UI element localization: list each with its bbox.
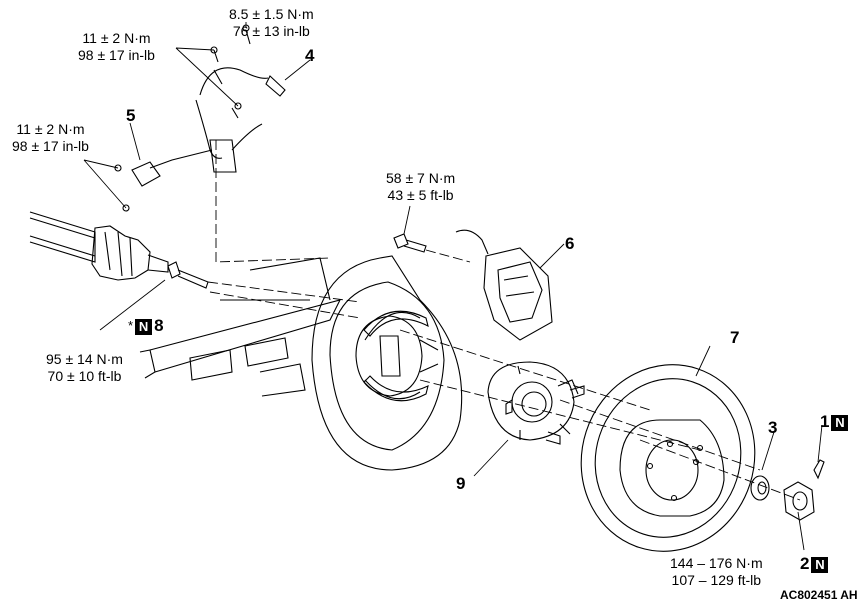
torque-caliper-metric: 58 ± 7 N·m [386,170,456,186]
torque-lower-bracket-imperial: 98 ± 17 in-lb [12,138,89,154]
torque-upper-bracket-imperial: 98 ± 17 in-lb [78,47,155,63]
torque-hub-bolt-metric: 95 ± 14 N·m [46,351,123,367]
figure-code: AC802451 AH [780,588,858,602]
part-number-2: 2 [800,554,810,573]
torque-nut-imperial: 107 – 129 ft-lb [671,572,762,588]
new-part-badge-1: N [831,414,849,431]
part-number-4: 4 [305,46,315,65]
wheel-speed-sensor-harness [131,29,286,187]
part-number-3: 3 [768,418,778,437]
torque-caliper-imperial: 43 ± 5 ft-lb [387,187,454,203]
part-number-9: 9 [456,474,466,493]
part-number-7: 7 [730,328,740,347]
torque-nut-metric: 144 – 176 N·m [670,555,763,571]
wheel-hub [487,361,585,445]
brake-caliper [455,229,553,341]
torque-label-upper-bracket: 11 ± 2 N·m 98 ± 17 in-lb [78,30,155,64]
asterisk-mark: * [128,318,134,333]
drive-shaft [29,211,169,281]
axle-beam [139,257,342,397]
part-number-1: 1 [820,412,830,431]
new-part-badge-8: N [135,318,153,335]
new-part-badge-2: N [811,556,829,573]
torque-sensor-imperial: 76 ± 13 in-lb [232,23,310,39]
backing-plate [311,255,463,471]
washer [750,475,770,501]
torque-lower-bracket-metric: 11 ± 2 N·m [16,121,85,137]
part-number-5: 5 [126,106,136,125]
torque-label-sensor: 8.5 ± 1.5 N·m 76 ± 13 in-lb [229,6,314,40]
split-pin [813,459,825,480]
hub-nut [783,481,815,521]
brake-disc [580,364,756,552]
torque-label-nut: 144 – 176 N·m 107 – 129 ft-lb [670,555,763,589]
part-number-6: 6 [565,234,575,253]
torque-label-lower-bracket: 11 ± 2 N·m 98 ± 17 in-lb [12,121,89,155]
torque-upper-bracket-metric: 11 ± 2 N·m [82,30,151,46]
part-number-8: 8 [154,316,164,335]
torque-label-hub-bolt: 95 ± 14 N·m 70 ± 10 ft-lb [46,351,123,385]
torque-sensor-metric: 8.5 ± 1.5 N·m [229,6,314,22]
hub-bolt [167,261,209,289]
torque-label-caliper: 58 ± 7 N·m 43 ± 5 ft-lb [386,170,455,204]
torque-hub-bolt-imperial: 70 ± 10 ft-lb [47,368,122,384]
